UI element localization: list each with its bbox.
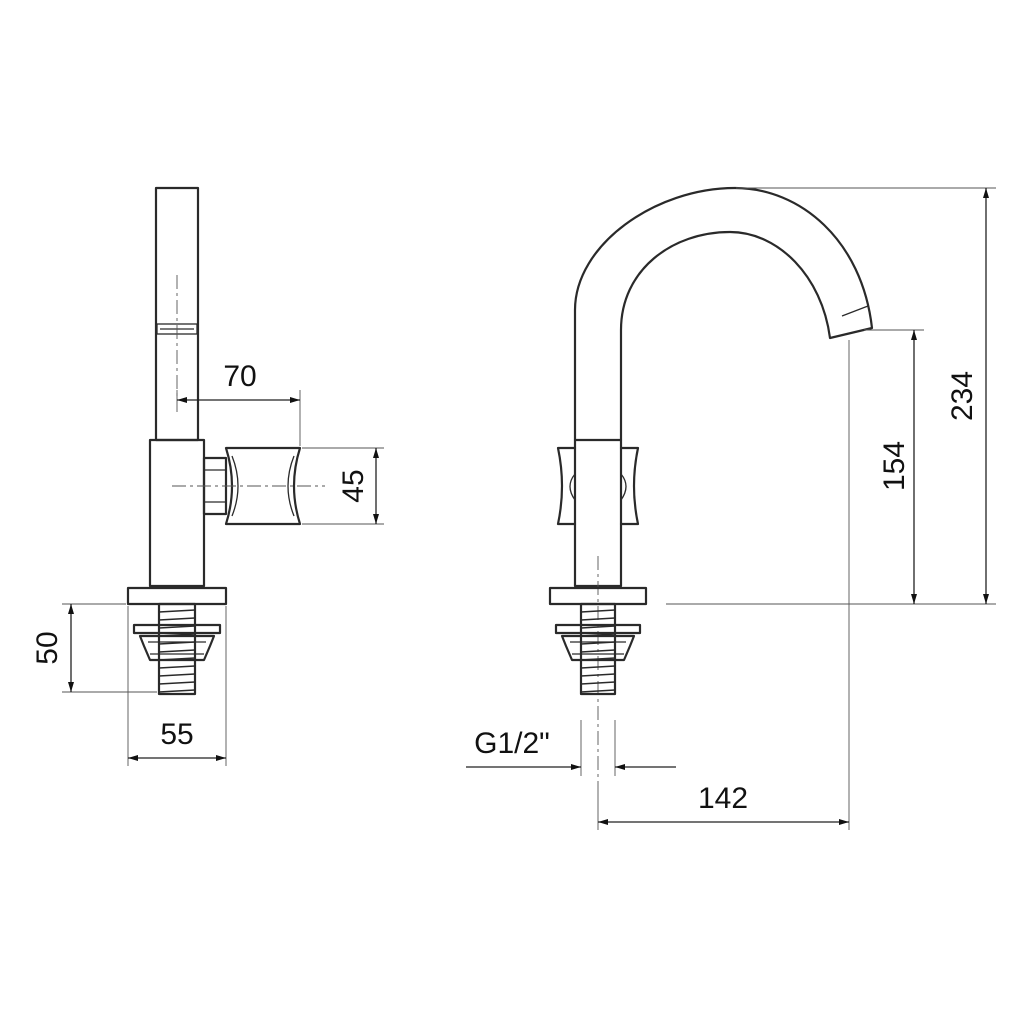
dim-total-height: 234 <box>736 187 996 604</box>
dim-handle-height-label: 45 <box>337 469 370 502</box>
dim-shank-length: 50 <box>31 603 157 693</box>
dim-spout-outlet-height: 154 <box>666 329 996 605</box>
dim-spout-outlet-height-label: 154 <box>878 441 911 491</box>
front-view: G1/2" 142 154 234 <box>466 186 996 830</box>
front-handle-left <box>556 446 577 526</box>
dim-handle-reach: 70 <box>176 360 301 446</box>
dim-handle-reach-label: 70 <box>223 360 256 393</box>
side-view: 70 45 50 55 <box>31 186 384 766</box>
side-washer <box>132 623 222 635</box>
side-threaded-shank <box>157 602 197 696</box>
dim-handle-height: 45 <box>302 447 384 525</box>
dim-spout-reach-label: 142 <box>698 782 748 815</box>
dim-shank-length-label: 50 <box>31 631 64 664</box>
side-handle-lever-detail <box>231 455 295 517</box>
dim-total-height-label: 234 <box>946 371 979 421</box>
front-handle-right <box>619 446 640 526</box>
side-base-flange <box>126 586 228 606</box>
side-lock-nut <box>138 634 216 662</box>
front-handle-left-hub <box>569 473 576 501</box>
side-handle-stem-detail <box>204 469 226 503</box>
front-washer <box>554 623 642 635</box>
dim-base-width: 55 <box>127 606 227 766</box>
side-body <box>148 438 206 588</box>
front-gooseneck-spout <box>573 186 874 442</box>
front-spout-tip-detail <box>841 305 869 317</box>
dim-thread-size: G1/2" <box>466 720 676 776</box>
dim-spout-reach: 142 <box>597 340 850 830</box>
front-lock-nut-detail <box>570 641 626 655</box>
side-handle-lever <box>224 446 302 526</box>
front-handle-right-hub <box>620 473 627 501</box>
dim-base-width-label: 55 <box>160 718 193 751</box>
front-lock-nut <box>560 634 636 662</box>
side-lock-nut-detail <box>148 641 206 655</box>
dim-thread-size-label: G1/2" <box>474 727 550 760</box>
